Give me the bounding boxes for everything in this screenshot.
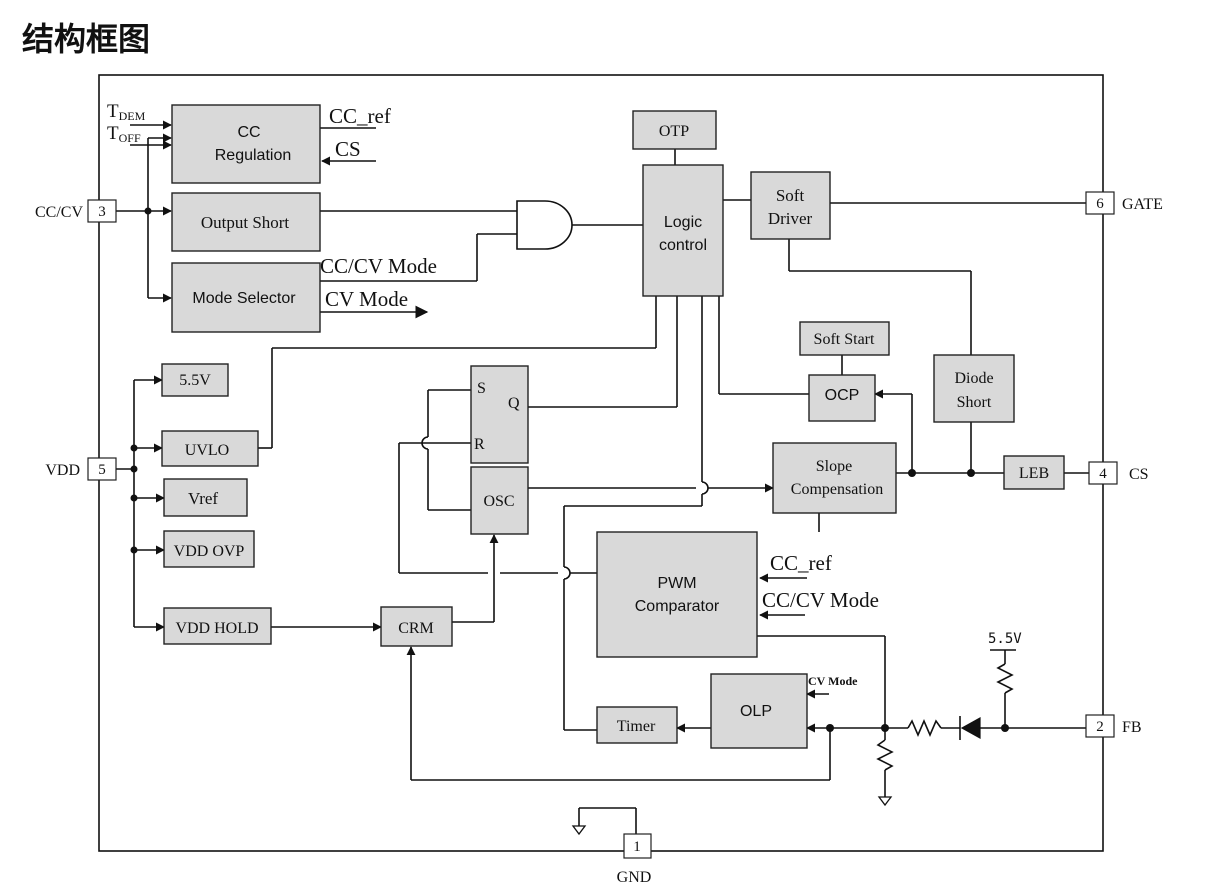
mode-selector-label: Mode Selector xyxy=(192,290,296,307)
sr-latch-block: S R Q xyxy=(470,365,529,464)
wiring xyxy=(116,120,1089,836)
pin-cs-number: 4 xyxy=(1099,466,1107,482)
pwm-comparator-label-2: Comparator xyxy=(635,598,720,615)
vref-label: Vref xyxy=(188,489,218,508)
logic-control-label-1: Logic xyxy=(664,214,702,231)
olp-label: OLP xyxy=(740,703,772,720)
pin-gnd-name: GND xyxy=(617,869,652,886)
soft-start-block: Soft Start xyxy=(799,321,890,356)
logic-control-block: Logic control xyxy=(642,164,724,297)
t-off-label: TOFF xyxy=(107,123,141,145)
pwm-cc-ref-label: CC_ref xyxy=(770,551,832,575)
diode-short-block: Diode Short xyxy=(933,354,1015,423)
ocp-label: OCP xyxy=(825,387,860,404)
v55-block: 5.5V xyxy=(161,363,229,397)
output-short-block: Output Short xyxy=(171,192,321,252)
pin-vdd: 5 VDD xyxy=(45,457,117,481)
soft-driver-block: Soft Driver xyxy=(750,171,831,240)
cc-regulation-block: CC Regulation xyxy=(171,104,321,184)
cc-cv-mode-label: CC/CV Mode xyxy=(320,254,437,278)
leb-block: LEB xyxy=(1003,455,1065,490)
page-title: 结构框图 xyxy=(22,20,150,58)
uvlo-label: UVLO xyxy=(185,442,229,459)
otp-block: OTP xyxy=(632,110,717,150)
pin-cs: 4 CS xyxy=(1088,461,1149,485)
leb-label: LEB xyxy=(1019,465,1049,482)
diode-short-label-2: Short xyxy=(957,394,992,411)
pwm-cc-cv-mode-label: CC/CV Mode xyxy=(762,588,879,612)
pin-gate-number: 6 xyxy=(1096,196,1104,212)
sr-latch-q-label: Q xyxy=(508,395,520,412)
logic-control-label-2: control xyxy=(659,237,707,254)
cc-ref-top-label: CC_ref xyxy=(329,104,391,128)
junction-dots xyxy=(130,207,1009,732)
pin-fb: 2 FB xyxy=(1085,714,1142,738)
soft-driver-label-2: Driver xyxy=(768,209,813,228)
pin-cc-cv: 3 CC/CV xyxy=(35,199,117,223)
timer-label: Timer xyxy=(617,718,656,735)
osc-label: OSC xyxy=(483,493,514,510)
t-dem-label: TDEM xyxy=(107,101,146,123)
pin-cc-cv-name: CC/CV xyxy=(35,204,83,221)
crm-label: CRM xyxy=(398,620,434,637)
mode-selector-block: Mode Selector xyxy=(171,262,321,333)
pwm-comparator-block: PWM Comparator xyxy=(596,531,758,658)
v55-label: 5.5V xyxy=(179,372,211,389)
vdd-hold-label: VDD HOLD xyxy=(175,620,258,637)
pwm-comparator-label-1: PWM xyxy=(657,575,696,592)
diode-short-label-1: Diode xyxy=(954,370,993,387)
uvlo-block: UVLO xyxy=(161,430,259,467)
pin-vdd-number: 5 xyxy=(98,462,106,478)
ocp-block: OCP xyxy=(808,374,876,422)
soft-start-label: Soft Start xyxy=(814,331,875,348)
vref-block: Vref xyxy=(163,478,248,517)
slope-compensation-label-1: Slope xyxy=(816,458,852,475)
cc-regulation-label-2: Regulation xyxy=(215,147,292,164)
crm-block: CRM xyxy=(380,606,453,647)
osc-block: OSC xyxy=(470,466,529,535)
cs-input-label: CS xyxy=(335,137,361,161)
sr-latch-r-label: R xyxy=(474,436,485,453)
pin-gate-name: GATE xyxy=(1122,196,1163,213)
slope-compensation-block: Slope Compensation xyxy=(772,442,897,514)
sr-latch-s-label: S xyxy=(477,380,486,397)
cc-regulation-label-1: CC xyxy=(237,124,260,141)
pin-gate: 6 GATE xyxy=(1085,191,1163,215)
pin-fb-number: 2 xyxy=(1096,719,1104,735)
pin-cs-name: CS xyxy=(1129,466,1149,483)
olp-block: OLP xyxy=(710,673,808,749)
pin-fb-name: FB xyxy=(1122,719,1142,736)
soft-driver-label-1: Soft xyxy=(776,186,805,205)
timer-block: Timer xyxy=(596,706,678,744)
otp-label: OTP xyxy=(659,123,689,140)
vdd-hold-block: VDD HOLD xyxy=(163,607,272,645)
vdd-ovp-block: VDD OVP xyxy=(163,530,255,568)
and-gate xyxy=(516,200,573,250)
pin-gnd-number: 1 xyxy=(633,839,641,855)
pin-cc-cv-number: 3 xyxy=(98,204,106,220)
fb-supply-label: 5.5V xyxy=(988,631,1022,647)
vdd-ovp-label: VDD OVP xyxy=(174,543,245,560)
slope-compensation-label-2: Compensation xyxy=(791,481,883,498)
pin-vdd-name: VDD xyxy=(45,462,80,479)
pin-gnd: 1 GND xyxy=(617,833,652,886)
output-short-label: Output Short xyxy=(201,213,290,232)
olp-cv-mode-label: CV Mode xyxy=(808,674,858,688)
cv-mode-label: CV Mode xyxy=(325,287,408,311)
